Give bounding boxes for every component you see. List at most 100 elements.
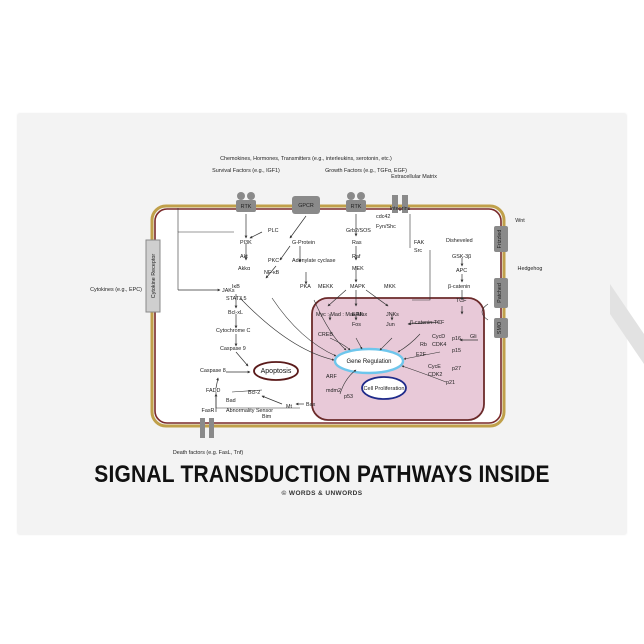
node-ras: Ras [352, 240, 362, 246]
node-pi3k: PI3K [240, 240, 252, 246]
nucleus-jun: Jun [386, 322, 395, 328]
node-bim: Bim [262, 414, 272, 420]
node-bcatenin: β-catenin [448, 284, 470, 290]
nucleus-cdk2: CDK2 [428, 372, 442, 378]
nucleus-jnks: JNKs [386, 312, 399, 318]
receptor-integrins-icon [392, 195, 408, 213]
receptor-patched-icon [494, 278, 508, 308]
nucleus-e2f: E2F [416, 352, 427, 358]
node-bax: Bax [306, 402, 316, 408]
node-adenylate: Adenylate cyclase [292, 258, 335, 264]
node-akt: Akt [240, 254, 248, 260]
nucleus-gli: Gli [470, 334, 477, 340]
node-fadd: FADD [206, 388, 220, 394]
label-cytokine-receptor: Cytokine Receptor [151, 254, 157, 299]
node-bad: Bad [226, 398, 236, 404]
nucleus-arf: ARF [326, 374, 337, 380]
nucleus-fos: Fos [352, 322, 361, 328]
receptor-gpcr-icon [292, 196, 320, 214]
node-casp8: Caspase 8 [200, 368, 226, 374]
nucleus-creb: CREB [318, 332, 333, 338]
nucleus-gene-regulation: Gene Regulation [346, 359, 391, 365]
node-akka: Akkα [238, 266, 250, 272]
nucleus-p15: p15 [452, 348, 461, 354]
node-nfkb: NF-κB [264, 270, 280, 276]
node-mkk: MKK [384, 284, 396, 290]
receptor-frizzled-icon [494, 226, 508, 252]
node-fynshc: Fyn/Shc [376, 224, 396, 230]
receptor-smo-icon [494, 318, 508, 338]
node-mek: MEK [352, 266, 364, 272]
cell-proliferation-ellipse [361, 376, 407, 400]
background-pathway-lines [177, 208, 489, 409]
receptor-rtk-2-icon [346, 192, 366, 212]
node-ikb: IκB [232, 284, 240, 290]
receptor-fasr-icon [200, 418, 214, 438]
node-gprotein: G-Protein [292, 240, 315, 246]
node-casp9: Caspase 9 [220, 346, 246, 352]
label-hedgehog: Hedgehog [518, 266, 543, 272]
receptor-rtk-1-icon [236, 192, 256, 212]
node-fak: FAK [414, 240, 425, 246]
gene-regulation-arrows [239, 297, 447, 395]
node-grb2: Grb2/SOS [346, 228, 371, 234]
nucleus-cycd: CycD [432, 334, 445, 340]
node-bclxl: Bcl-xL [228, 310, 243, 316]
node-bcl2: Bcl-2 [248, 390, 260, 396]
nucleus-erk: ERK [352, 312, 363, 318]
node-gsk3b: GSK-3β [452, 254, 471, 260]
nucleus-cell-proliferation: Cell Proliferation [363, 386, 404, 392]
nucleus-myc: Myc : Mad : Max Max [316, 312, 368, 318]
node-raf: Raf [352, 254, 361, 260]
node-mekk: MEKK [318, 284, 334, 290]
node-abnormality: Abnormality Sensor [226, 408, 273, 414]
label-wnt: Wnt [515, 218, 525, 224]
node-jaks: JAKs [222, 288, 235, 294]
copyright-notice: © WORDS & UNWORDS [281, 490, 363, 497]
label-cytokines: Cytokines (e.g., EPC) [90, 287, 142, 293]
apoptosis-ellipse [253, 361, 299, 381]
node-plc: PLC [268, 228, 279, 234]
nucleus-cyce: CycE [428, 364, 441, 370]
label-extracellular-matrix: Extracellular Matrix [391, 174, 437, 180]
label-rtk-2: RTK [351, 204, 362, 210]
node-cdc42: cdc42 [376, 214, 390, 220]
nucleus-p27: p27 [452, 366, 461, 372]
label-patched: Patched [497, 283, 503, 303]
card-title: SIGNAL TRANSDUCTION PATHWAYS INSIDE [94, 461, 550, 488]
nucleus-p16: p16 [452, 336, 461, 342]
card-fold-shadow [610, 284, 644, 364]
receptor-cytokine-icon [145, 239, 161, 313]
label-smo: SMO [497, 322, 503, 334]
gene-regulation-ellipse [333, 347, 405, 375]
nucleus-p21: p21 [446, 380, 455, 386]
node-mapk: MAPK [350, 284, 366, 290]
node-mt: Mt [286, 404, 292, 410]
nucleus-p53: p53 [344, 394, 353, 400]
cell-membrane-outer [150, 204, 506, 428]
node-pkc: PKC [268, 258, 279, 264]
label-integrins: Integrins [390, 206, 411, 212]
nucleus-mdm2: mdm2 [326, 388, 341, 394]
nucleus-cdk4: CDK4 [432, 342, 446, 348]
label-rtk-1: RTK [241, 204, 252, 210]
node-tcf: TCF [456, 298, 467, 304]
label-growth-factors: Growth Factors (e.g., TGFα, EGF) [325, 168, 407, 174]
label-fasr: FasR [202, 408, 215, 414]
label-death-factors: Death factors (e.g. FasL, Tnf) [173, 450, 244, 456]
node-stat: STAT3,5 [226, 296, 246, 302]
label-frizzled: Frizzled [497, 230, 503, 249]
node-pka: PKA [300, 284, 311, 290]
node-src: Src [414, 248, 422, 254]
node-cytc: Cytochrome C [216, 328, 251, 334]
label-survival-factors: Survival Factors (e.g., IGF1) [212, 168, 280, 174]
node-apc: APC [456, 268, 467, 274]
node-dishevelled: Disheveled [446, 238, 473, 244]
node-apoptosis: Apoptosis [261, 368, 292, 375]
nucleus-bcat-tcf: β-catenin:TCF [410, 320, 445, 326]
nucleus-rb: Rb [420, 342, 427, 348]
label-chemokines: Chemokines, Hormones, Transmitters (e.g.… [220, 156, 392, 162]
label-gpcr: GPCR [298, 203, 314, 209]
